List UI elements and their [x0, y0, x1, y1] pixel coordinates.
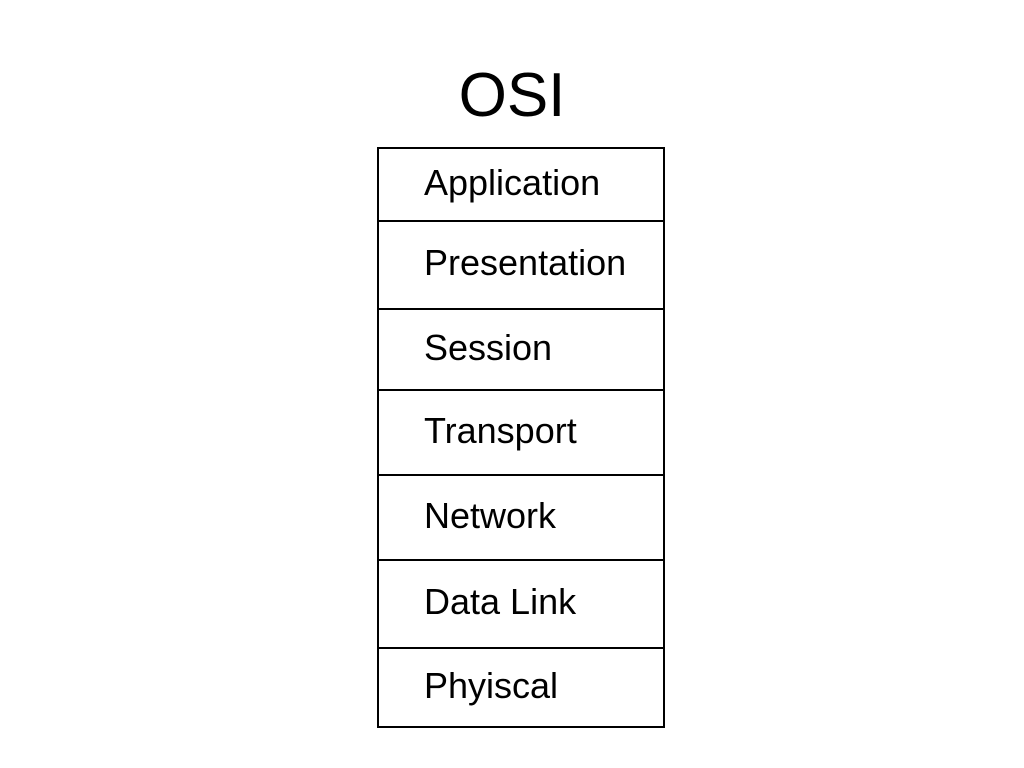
osi-layer-stack: Application Presentation Session Transpo… [377, 147, 665, 728]
layer-transport: Transport [379, 389, 663, 474]
layer-label: Presentation [424, 242, 627, 283]
layer-label: Network [424, 494, 557, 536]
layer-label: Application [424, 161, 601, 203]
layer-application: Application [379, 149, 663, 220]
diagram-title: OSI [458, 61, 566, 130]
layer-presentation: Presentation [379, 220, 663, 308]
layer-physical: Phyiscal [379, 647, 663, 726]
layer-label: Transport [424, 409, 577, 451]
layer-session: Session [379, 308, 663, 389]
layer-label: Data Link [424, 581, 577, 622]
layer-label: Session [424, 326, 553, 368]
layer-data-link: Data Link [379, 559, 663, 647]
layer-label: Phyiscal [424, 664, 559, 706]
layer-network: Network [379, 474, 663, 559]
